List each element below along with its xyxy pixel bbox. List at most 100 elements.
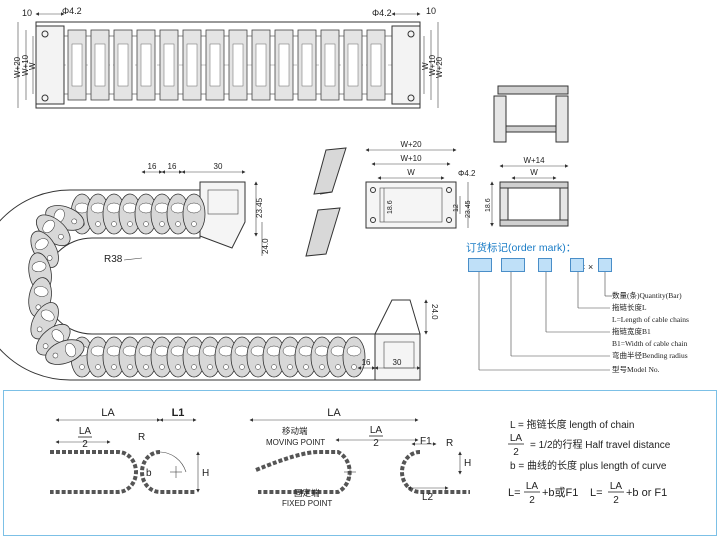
- dim-bracket-w10: W+10: [400, 154, 422, 163]
- moving-en: MOVING POINT: [266, 438, 325, 447]
- order-mark-title: 订货标记(order mark)：: [466, 241, 576, 254]
- dim-bottom-a: 16: [362, 358, 371, 367]
- side-chain-link: [230, 336, 254, 378]
- mid-la-den: 2: [373, 438, 379, 449]
- formula-eq-den: 2: [529, 495, 535, 506]
- dim-section-w14: W+14: [523, 156, 545, 165]
- order-box-model: [468, 258, 492, 272]
- dim-left-10: 10: [22, 8, 32, 18]
- side-chain-link: [45, 339, 85, 365]
- side-chain-link: [166, 336, 190, 378]
- mid-l2: L2: [422, 492, 434, 503]
- sep-2: ×: [588, 262, 593, 272]
- bracket-front-view: W+20 W+10 W Φ4.2 18.6 12 23.45: [365, 140, 476, 229]
- formula-b-def: b = 曲线的长度 plus length of curve: [510, 459, 667, 472]
- side-chain-view: 16 16 30 23.45 24.0 R38 24.0 16 30: [0, 162, 439, 381]
- legend-length-cn: 拖链长度L: [612, 302, 647, 312]
- left-b: b: [146, 468, 152, 479]
- dim-bottom-b: 30: [393, 358, 402, 367]
- side-chain-link: [182, 193, 206, 235]
- formula-la-num: LA: [510, 433, 523, 444]
- dim-h-bottom: 24.0: [430, 304, 439, 320]
- dim-right-10: 10: [426, 6, 436, 16]
- formula-eq-mid: +b或F1: [542, 486, 578, 499]
- left-la-den: 2: [82, 439, 88, 450]
- side-chain-link: [294, 336, 318, 378]
- dim-bracket-w: W: [407, 168, 415, 177]
- side-chain-link: [326, 336, 350, 378]
- bracket-sketches: [305, 147, 347, 257]
- formula-eq-prefix2: L=: [590, 487, 603, 499]
- dim-w10-left: W+10: [21, 54, 30, 76]
- dim-section-w: W: [530, 168, 538, 177]
- dim-w-right: W: [421, 62, 430, 70]
- moving-cn: 移动端: [282, 426, 308, 436]
- left-r: R: [138, 432, 145, 443]
- side-chain-link: [118, 193, 142, 235]
- left-l1: L1: [172, 407, 185, 419]
- hole-left-label: Φ4.2: [62, 6, 82, 16]
- side-chain-link: [198, 336, 222, 378]
- legend-width-cn: 拖链宽度B1: [612, 326, 651, 336]
- dim-w20-left: W+20: [13, 56, 22, 78]
- formula-eq2-num: LA: [610, 481, 623, 492]
- formula-eq-num: LA: [526, 481, 539, 492]
- left-install-figure: LA LA 2 L1 R b H: [50, 407, 209, 494]
- mid-r: R: [446, 438, 453, 449]
- legend-width-en: B1=Width of cable chain: [612, 339, 688, 348]
- dim-pitch-b: 16: [168, 162, 177, 171]
- left-h: H: [202, 468, 209, 479]
- side-chain-link: [86, 193, 110, 235]
- formulas: L = 拖链长度 length of chain LA 2 = 1/2的行程 H…: [508, 418, 671, 506]
- hole-right-label: Φ4.2: [372, 8, 392, 18]
- mid-la: LA: [327, 407, 341, 419]
- legend-length-en: L=Length of cable chains: [612, 315, 689, 324]
- formula-la-den: 2: [513, 447, 519, 458]
- side-chain-link: [35, 214, 71, 247]
- dim-bracket-h-right-b: 23.45: [465, 200, 472, 218]
- mid-h: H: [464, 458, 471, 469]
- mid-la-num: LA: [370, 425, 383, 436]
- side-chain-link: [182, 336, 206, 378]
- top-plan-view: 10 Φ4.2 10 Φ4.2 W+20 W+10 W W W+10 W+20: [13, 6, 444, 109]
- fixed-en: FIXED POINT: [282, 499, 332, 508]
- formula-eq-end: +b or F1: [626, 487, 667, 499]
- order-box-width: [538, 258, 552, 272]
- left-la: LA: [101, 407, 115, 419]
- order-box-radius: [501, 258, 525, 272]
- formula-la-def: = 1/2的行程 Half travel distance: [530, 438, 671, 451]
- section-view: W+14 W 18.6: [485, 85, 569, 227]
- order-box-quantity: [598, 258, 612, 272]
- dim-h2: 24.0: [261, 238, 270, 254]
- formula-eq-prefix: L=: [508, 487, 521, 499]
- dim-h1: 23.45: [255, 197, 264, 218]
- left-la-num: LA: [79, 426, 92, 437]
- dim-w-left: W: [28, 62, 37, 70]
- side-chain-link: [118, 336, 142, 378]
- legend-quantity: 数量(条)Quantity(Bar): [612, 290, 682, 300]
- bracket-hole: Φ4.2: [458, 169, 476, 178]
- side-chain-link: [35, 323, 71, 356]
- dim-section-h: 18.6: [485, 198, 492, 212]
- dim-bracket-h-left: 18.6: [387, 200, 394, 214]
- formula-eq2-den: 2: [613, 495, 619, 506]
- side-chain-link: [166, 193, 190, 235]
- dim-w20-right: W+20: [435, 56, 444, 78]
- legend-bending: 弯曲半径Bending radius: [612, 350, 688, 360]
- radius-label: R38: [104, 254, 123, 265]
- formula-panel: [3, 390, 717, 536]
- middle-install-figure: LA LA 2 移动端 MOVING POINT 固定端 FIXED POINT…: [249, 407, 471, 508]
- dim-bracket-w20: W+20: [400, 140, 422, 149]
- dim-end-len: 30: [214, 162, 223, 171]
- formula-l-def: L = 拖链长度 length of chain: [510, 418, 634, 431]
- fixed-cn: 固定端: [294, 488, 320, 498]
- mid-f1: F1: [420, 436, 432, 447]
- dim-bracket-h-right-a: 12: [453, 204, 460, 212]
- side-chain-link: [310, 336, 334, 378]
- order-box-length: [570, 258, 584, 272]
- dim-w10-right: W+10: [428, 54, 437, 76]
- dim-pitch-a: 16: [148, 162, 157, 171]
- legend-model: 型号Model No.: [612, 365, 660, 374]
